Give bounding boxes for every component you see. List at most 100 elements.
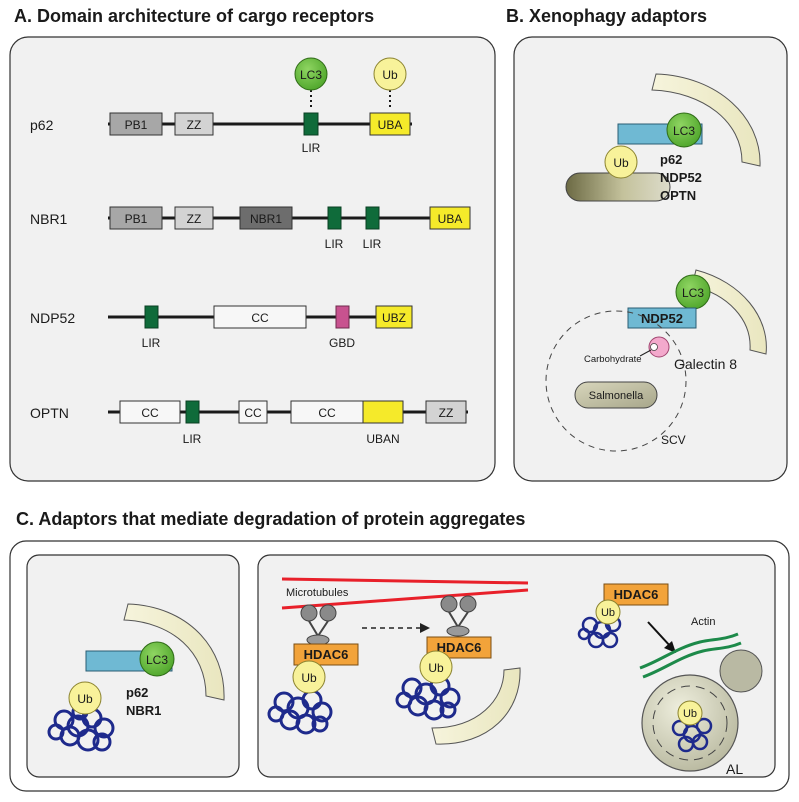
ub-text-c2: Ub <box>301 671 317 685</box>
ub-text-c3: Ub <box>428 661 444 675</box>
p62-ub-text: Ub <box>382 68 398 82</box>
hdac6-text-2: HDAC6 <box>437 640 482 655</box>
transport-arrowhead <box>420 623 430 633</box>
lc3-circle-c1 <box>139 641 175 677</box>
p62-lc3-circle <box>294 57 328 91</box>
protein-aggregate-c5 <box>671 717 713 753</box>
nbr1-uba-domain <box>429 206 471 230</box>
fusion-arrowhead <box>664 641 676 653</box>
p62-lir-motif <box>303 112 319 136</box>
lc3-circle-b1 <box>666 112 702 148</box>
receptor-name-optn: OPTN <box>660 188 696 203</box>
optn-uban-label: UBAN <box>366 432 399 446</box>
panel-b-frame <box>513 36 788 482</box>
ndp52-ubz-text: UBZ <box>382 311 406 325</box>
optn-zz-domain <box>425 400 467 424</box>
p62-lc3-text: LC3 <box>300 68 322 82</box>
nbr1-lir-label-1: LIR <box>325 237 344 251</box>
optn-lir-label: LIR <box>183 432 202 446</box>
nbr1-pb1-text: PB1 <box>125 212 148 226</box>
salmonella-text: Salmonella <box>589 390 644 402</box>
dynein-motor-1 <box>300 604 337 646</box>
nbr1-lir-motif-1 <box>327 206 342 230</box>
autolysosome-inner-membrane <box>652 685 728 761</box>
p62-ub-circle <box>373 57 407 91</box>
ub-circle-c1 <box>68 681 102 715</box>
microtubules-label: Microtubules <box>286 587 349 599</box>
optn-cc-domain-1 <box>119 400 181 424</box>
ndp52-lir-motif <box>144 305 159 329</box>
optn-cc-domain-2 <box>238 400 268 424</box>
p62-pb1-domain <box>109 112 163 136</box>
phagophore-membrane-b1 <box>651 73 761 167</box>
p62-zz-text: ZZ <box>187 118 202 132</box>
panel-b-title: B. Xenophagy adaptors <box>506 6 707 26</box>
ndp52-gbd-motif <box>335 305 350 329</box>
protein-aggregate-c3 <box>395 675 461 721</box>
ub-circle-b1 <box>604 145 638 179</box>
ndp52-cc-domain <box>213 305 307 329</box>
ub-circle-c5 <box>677 700 703 726</box>
ndp52-row: NDP52 LIR CC GBD UBZ <box>30 305 413 350</box>
nbr1-nbr1-text: NBR1 <box>250 212 282 226</box>
hdac6-box-3 <box>603 583 669 606</box>
optn-cc-text-3: CC <box>318 406 336 420</box>
fusion-arrow <box>647 621 672 648</box>
optn-uban-region <box>362 400 404 424</box>
optn-zz-text: ZZ <box>439 406 454 420</box>
nbr1-lir-motif-2 <box>365 206 380 230</box>
phagophore-membrane-b2 <box>691 269 767 355</box>
ub-text-c4: Ub <box>601 607 615 619</box>
ndp52-lir-label: LIR <box>142 336 161 350</box>
ndp52-text-b2: NDP52 <box>641 311 683 326</box>
ndp52-gbd-label: GBD <box>329 336 355 350</box>
panel-a-title: A. Domain architecture of cargo receptor… <box>14 6 374 26</box>
dynein-motor-2 <box>440 595 477 637</box>
p62-uba-text: UBA <box>378 118 403 132</box>
nbr1-pb1-domain <box>109 206 163 230</box>
carbohydrate-pointer <box>639 349 652 357</box>
p62-label: p62 <box>30 117 54 133</box>
ub-text-b1: Ub <box>613 156 629 170</box>
phagophore-membrane-c2 <box>431 667 521 745</box>
receptor-name-c1-p62: p62 <box>126 685 148 700</box>
nbr1-label: NBR1 <box>30 211 68 227</box>
hdac6-box-1 <box>293 643 359 666</box>
carbohydrate-label: Carbohydrate <box>584 354 642 365</box>
scv-vacuole <box>545 310 687 452</box>
optn-row: OPTN CC LIR CC CC UBAN ZZ <box>30 400 468 446</box>
p62-pb1-text: PB1 <box>125 118 148 132</box>
ub-text-c5: Ub <box>683 708 697 720</box>
phagophore-membrane-c1 <box>123 603 225 701</box>
salmonella-bacterium <box>574 381 658 409</box>
galectin-8-protein <box>648 336 670 358</box>
optn-cc-text-2: CC <box>244 406 262 420</box>
hdac6-text-3: HDAC6 <box>614 587 659 602</box>
lc3-text-b1: LC3 <box>673 124 695 138</box>
actin-filament-1 <box>639 632 739 670</box>
hdac6-text-1: HDAC6 <box>304 647 349 662</box>
ub-circle-c3 <box>419 650 453 684</box>
nbr1-uba-text: UBA <box>438 212 463 226</box>
lysosome <box>719 649 763 693</box>
panel-a-frame <box>9 36 496 482</box>
nbr1-row: NBR1 PB1 ZZ NBR1 LIR LIR UBA <box>30 206 471 251</box>
p62-row: p62 PB1 ZZ LIR UBA LC3 Ub <box>30 57 412 155</box>
lc3-text-b2: LC3 <box>682 286 704 300</box>
ub-text-c1: Ub <box>77 692 93 706</box>
optn-label: OPTN <box>30 405 69 421</box>
microtubule-2 <box>281 588 529 610</box>
nbr1-lir-label-2: LIR <box>363 237 382 251</box>
nbr1-zz-text: ZZ <box>187 212 202 226</box>
actin-filament-2 <box>642 641 742 679</box>
optn-lir-motif <box>185 400 200 424</box>
receptor-name-ndp52: NDP52 <box>660 170 702 185</box>
p62-uba-domain <box>369 112 411 136</box>
ndp52-ubz-domain <box>375 305 413 329</box>
receptor-name-p62: p62 <box>660 152 682 167</box>
nbr1-nbr1-domain <box>239 206 293 230</box>
actin-label: Actin <box>691 616 715 628</box>
ndp52-label: NDP52 <box>30 310 75 326</box>
receptor-name-c1-nbr1: NBR1 <box>126 703 161 718</box>
